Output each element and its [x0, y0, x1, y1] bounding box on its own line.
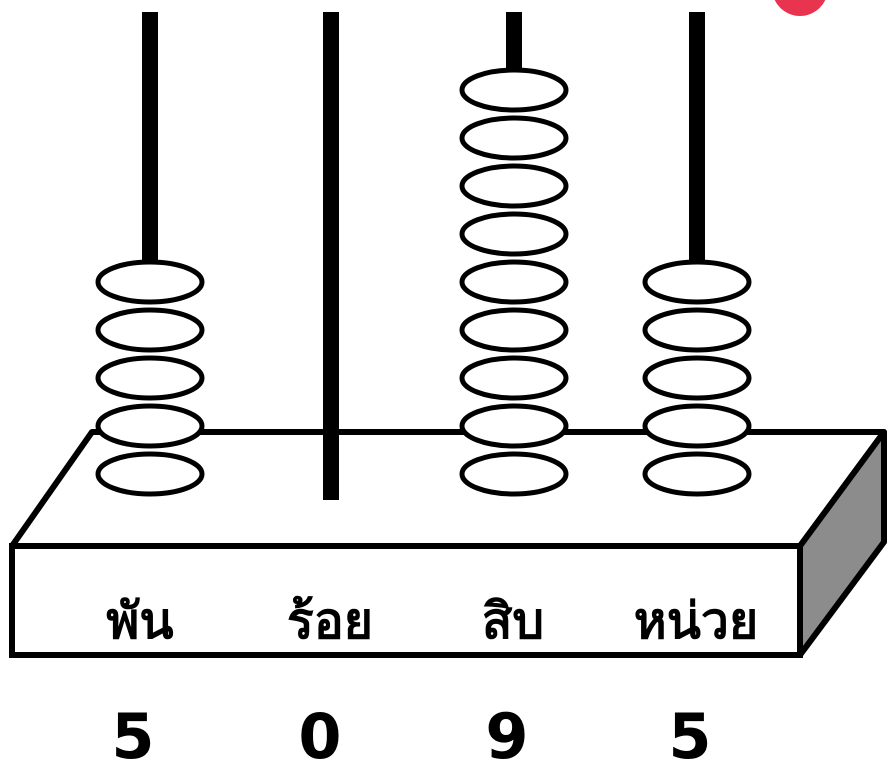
bead-thousands	[95, 307, 205, 353]
bead-units	[642, 451, 752, 497]
abacus-beads	[95, 67, 752, 497]
abacus-rods	[142, 12, 705, 500]
place-label-tens: สิบ	[482, 592, 544, 650]
bead-tens	[459, 307, 569, 353]
bead-thousands	[95, 451, 205, 497]
digit-thousands: 5	[111, 700, 154, 766]
place-label-thousands: พัน	[106, 592, 173, 650]
abacus-base-front	[9, 543, 803, 658]
bead-tens	[459, 403, 569, 449]
bead-thousands	[95, 403, 205, 449]
bead-thousands	[95, 355, 205, 401]
bead-tens	[459, 451, 569, 497]
bead-units	[642, 403, 752, 449]
place-label-hundreds: ร้อย	[287, 592, 373, 650]
bead-tens	[459, 259, 569, 305]
bead-units	[642, 307, 752, 353]
bead-units	[642, 259, 752, 305]
corner-accent-dot	[774, 0, 826, 16]
bead-tens	[459, 163, 569, 209]
bead-tens	[459, 355, 569, 401]
bead-tens	[459, 67, 569, 113]
place-label-units: หน่วย	[634, 592, 759, 650]
digit-units: 5	[668, 700, 711, 766]
bead-thousands	[95, 259, 205, 305]
digit-hundreds: 0	[298, 700, 341, 766]
bead-tens	[459, 211, 569, 257]
bead-tens	[459, 115, 569, 161]
bead-units	[642, 355, 752, 401]
digit-tens: 9	[485, 700, 528, 766]
